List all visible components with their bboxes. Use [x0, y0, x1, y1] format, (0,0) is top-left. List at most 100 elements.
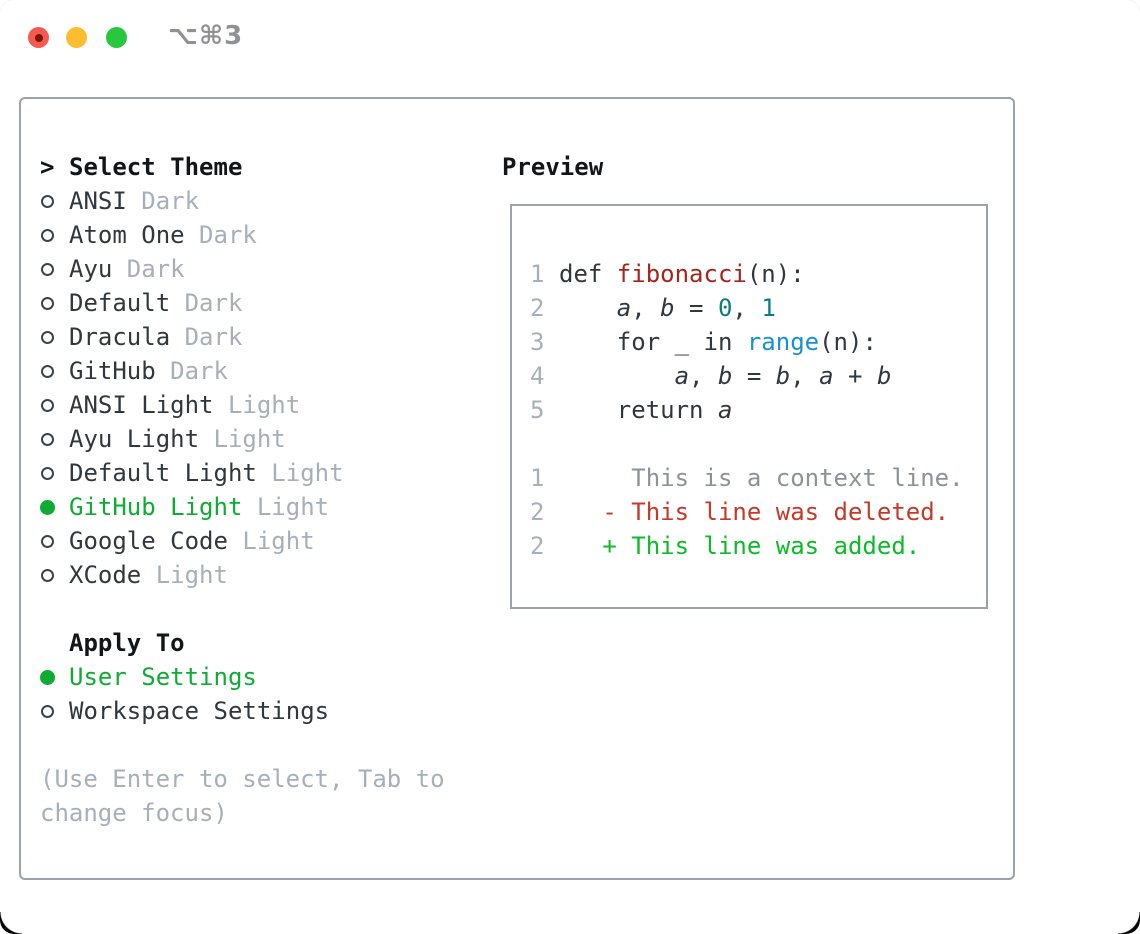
radio-icon	[40, 568, 69, 582]
theme-option[interactable]: ANSI Light Light	[40, 388, 445, 422]
theme-option[interactable]: Default Dark	[40, 286, 445, 320]
theme-variant: Dark	[155, 357, 228, 385]
theme-variant: Light	[242, 493, 330, 521]
spacer	[40, 728, 445, 762]
theme-variant: Dark	[126, 187, 200, 215]
code-token-plain: ,	[790, 362, 820, 390]
line-number: 2	[530, 294, 545, 322]
radio-icon	[40, 330, 69, 344]
code-line: 3 for _ in range(n):	[530, 325, 986, 359]
theme-variant: Light	[199, 425, 286, 453]
code-token-plain: ,	[631, 294, 661, 322]
code-token-plain: (n):	[746, 260, 805, 288]
theme-option[interactable]: Atom One Dark	[40, 218, 445, 252]
code-line	[530, 427, 986, 461]
theme-name: Atom One	[69, 221, 185, 249]
theme-option[interactable]: Default Light Light	[40, 456, 445, 490]
minimize-button[interactable]	[66, 27, 87, 48]
screen-corner	[1118, 912, 1140, 934]
help-line: change focus)	[40, 799, 228, 827]
select-theme-heading: > Select Theme	[40, 150, 445, 184]
theme-name: Default Light	[69, 459, 257, 487]
theme-name: GitHub Light	[69, 493, 243, 521]
theme-variant: Dark	[170, 323, 243, 351]
code-token-deleted: - This line was deleted.	[559, 498, 950, 526]
radio-icon	[40, 432, 69, 446]
code-token-var: a	[674, 362, 690, 390]
code-token-num: 0	[717, 294, 733, 322]
theme-option[interactable]: Google Code Light	[40, 524, 445, 558]
close-button[interactable]	[28, 27, 49, 48]
code-token-var: a	[819, 362, 834, 390]
code-token-var: a	[717, 396, 733, 424]
theme-variant: Light	[256, 459, 344, 487]
theme-option[interactable]: ANSI Dark	[40, 184, 445, 218]
code-token-plain	[559, 362, 675, 390]
theme-name: Ayu Light	[69, 425, 200, 453]
prompt-caret-icon: >	[40, 153, 55, 181]
theme-variant: Light	[213, 391, 301, 419]
radio-icon	[40, 228, 69, 242]
radio-icon	[40, 534, 69, 548]
unsaved-dot-icon	[34, 33, 43, 42]
radio-icon	[40, 466, 69, 480]
theme-variant: Dark	[112, 255, 185, 283]
help-text: (Use Enter to select, Tab to change focus…	[40, 762, 445, 830]
code-line: 5 return a	[530, 393, 986, 427]
code-token-context: This is a context line.	[559, 464, 964, 492]
line-number: 1	[530, 464, 545, 492]
spacer	[40, 592, 445, 626]
line-number: 2	[530, 498, 545, 526]
theme-option[interactable]: GitHub Light Light	[40, 490, 445, 524]
apply-to-label: User Settings	[69, 663, 257, 691]
code-token-plain: =	[732, 362, 776, 390]
preview-heading: Preview	[502, 150, 603, 184]
apply-to-label: Workspace Settings	[69, 697, 330, 725]
theme-variant: Light	[227, 527, 315, 555]
theme-option[interactable]: Ayu Light Light	[40, 422, 445, 456]
code-token-var: b	[876, 362, 892, 390]
theme-option[interactable]: Dracula Dark	[40, 320, 445, 354]
radio-icon	[40, 194, 69, 208]
theme-variant: Dark	[184, 221, 257, 249]
line-number: 3	[530, 328, 545, 356]
code-line: 2 a, b = 0, 1	[530, 291, 986, 325]
code-line: 2 + This line was added.	[530, 529, 986, 563]
line-number: 4	[530, 362, 545, 390]
code-token-builtin: range	[746, 328, 820, 356]
theme-name: XCode	[69, 561, 142, 589]
code-token-plain: +	[833, 362, 877, 390]
preview-heading-label: Preview	[502, 153, 604, 181]
zoom-button[interactable]	[106, 27, 127, 48]
theme-option[interactable]: Ayu Dark	[40, 252, 445, 286]
code-token-plain: return	[559, 396, 718, 424]
apply-to-heading-label: Apply To	[69, 629, 185, 657]
apply-to-option[interactable]: User Settings	[40, 660, 445, 694]
theme-variant: Light	[141, 561, 228, 589]
code-token-var: b	[717, 362, 733, 390]
theme-name: GitHub	[69, 357, 156, 385]
apply-to-option[interactable]: Workspace Settings	[40, 694, 445, 728]
theme-option[interactable]: GitHub Dark	[40, 354, 445, 388]
theme-name: ANSI Light	[69, 391, 214, 419]
screen-corner	[0, 912, 22, 934]
code-line: 1 This is a context line.	[530, 461, 986, 495]
code-token-plain: def	[559, 260, 617, 288]
radio-icon	[40, 296, 69, 310]
radio-icon	[40, 704, 69, 718]
help-line: (Use Enter to select, Tab to	[40, 765, 445, 793]
radio-icon	[40, 262, 69, 276]
code-token-plain: for _ in	[559, 328, 747, 356]
code-token-plain	[559, 294, 617, 322]
theme-option[interactable]: XCode Light	[40, 558, 445, 592]
radio-icon	[40, 398, 69, 412]
code-token-num: 1	[761, 294, 776, 322]
theme-name: Google Code	[69, 527, 228, 555]
theme-name: Ayu	[69, 255, 113, 283]
